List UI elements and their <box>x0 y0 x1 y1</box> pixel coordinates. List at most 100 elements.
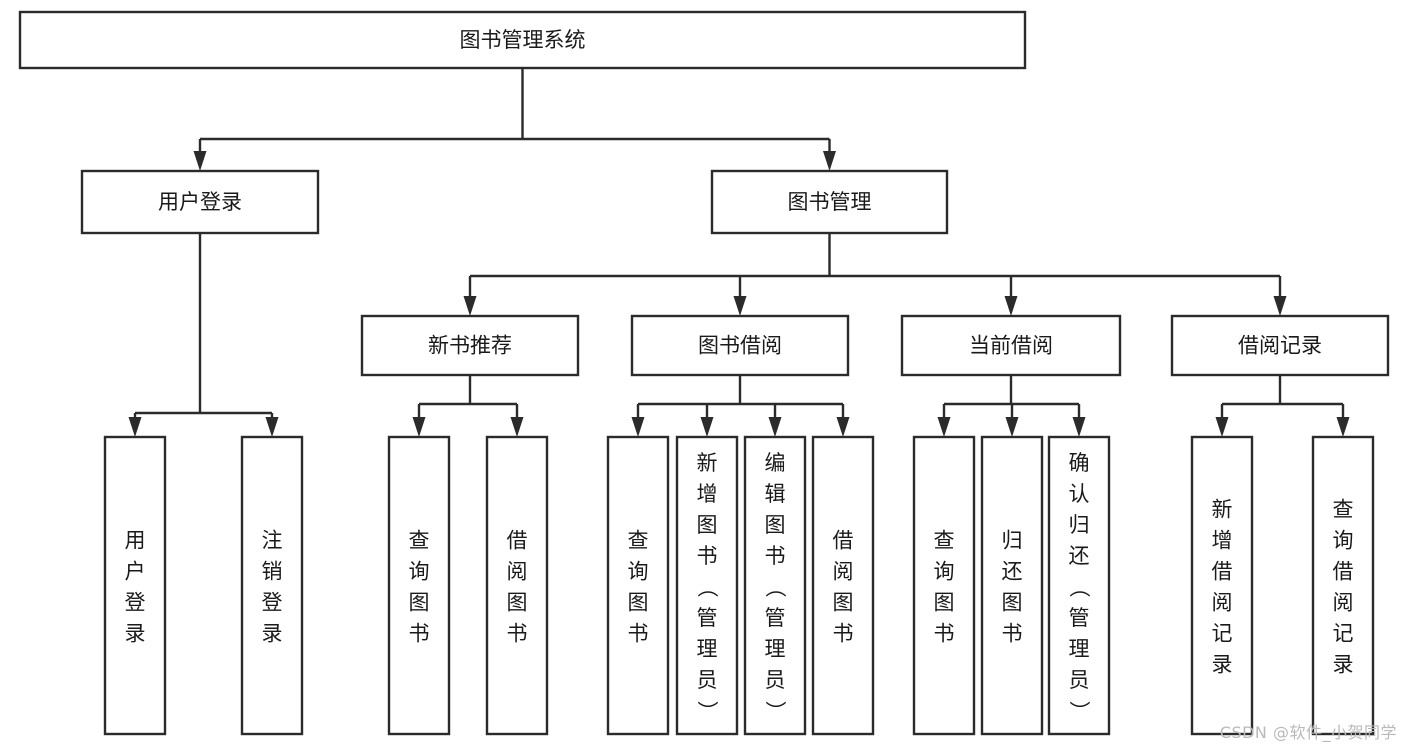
node-label-char: 认 <box>1069 482 1090 506</box>
node-label-char: 录 <box>1212 653 1233 677</box>
node-label-char: ） <box>1067 701 1091 722</box>
node-label: 新书推荐 <box>428 334 512 358</box>
node-label-char: 注 <box>262 529 283 553</box>
node-label-char: 借 <box>833 529 854 553</box>
node-label-char: （ <box>1067 577 1091 598</box>
node-box <box>18 10 1027 70</box>
arrow-head-icon <box>265 417 279 437</box>
arrow-head-icon <box>1215 417 1229 437</box>
node-label-char: 销 <box>262 560 283 584</box>
node-box <box>1190 435 1254 736</box>
node-label-char: 询 <box>409 560 430 584</box>
node-label-char: 员 <box>1069 668 1090 692</box>
node-label: 图书管理系统 <box>460 28 586 52</box>
arrow-head-icon <box>823 151 836 171</box>
node-leaf-user-login[interactable]: 用户登录 <box>103 435 167 736</box>
node-box <box>485 435 549 736</box>
node-book-borrow[interactable]: 图书借阅 <box>630 314 850 377</box>
node-label-char: 查 <box>934 529 955 553</box>
arrow-head-icon <box>1336 417 1350 437</box>
node-label-char: 管 <box>697 606 718 630</box>
node-label-char: 书 <box>833 622 854 646</box>
node-label-char: 图 <box>507 591 528 615</box>
watermark-label: CSDN @软件_小贺同学 <box>1219 723 1397 742</box>
node-label-char: 阅 <box>507 560 528 584</box>
node-label: 图书借阅 <box>698 334 782 358</box>
edge-layer <box>128 68 1350 437</box>
node-label-char: 新 <box>697 451 718 475</box>
node-label-char: 查 <box>628 529 649 553</box>
node-label-char: 书 <box>628 622 649 646</box>
arrow-head-icon <box>510 417 524 437</box>
arrow-head-icon <box>937 417 951 437</box>
node-label-char: 还 <box>1002 560 1023 584</box>
node-label-char: 新 <box>1212 498 1233 522</box>
node-label-char: 图 <box>765 513 786 537</box>
arrow-head-icon <box>1005 417 1019 437</box>
arrow-head-icon <box>128 417 142 437</box>
arrow-head-icon <box>193 151 207 171</box>
node-borrow-record[interactable]: 借阅记录 <box>1170 314 1390 377</box>
arrow-head-icon <box>631 417 645 437</box>
node-label-char: 查 <box>1333 498 1354 522</box>
node-label-char: 增 <box>1212 529 1233 553</box>
node-box <box>980 435 1044 736</box>
node-label-char: 阅 <box>833 560 854 584</box>
node-label-char: 员 <box>697 668 718 692</box>
node-label-char: 查 <box>409 529 430 553</box>
node-box <box>387 435 451 736</box>
node-label-char: 归 <box>1069 513 1090 537</box>
node-new-book-rec[interactable]: 新书推荐 <box>360 314 580 377</box>
node-label-char: 户 <box>125 560 146 584</box>
node-label-char: 登 <box>262 591 283 615</box>
node-label-char: 阅 <box>1333 591 1354 615</box>
arrow-head-icon <box>1072 417 1086 437</box>
node-box <box>1047 435 1111 736</box>
node-label-char: 还 <box>1069 544 1090 568</box>
node-label-char: 录 <box>262 622 283 646</box>
node-box <box>240 435 304 736</box>
node-label-char: （ <box>695 577 719 598</box>
node-label-char: 询 <box>1333 529 1354 553</box>
node-book-manage[interactable]: 图书管理 <box>710 169 949 235</box>
node-box <box>675 435 739 736</box>
node-box <box>811 435 875 736</box>
node-label-char: 书 <box>507 622 528 646</box>
node-label-char: 归 <box>1002 529 1023 553</box>
node-label-char: 增 <box>697 482 718 506</box>
node-box <box>103 435 167 736</box>
node-root[interactable]: 图书管理系统 <box>18 10 1027 70</box>
node-box <box>630 314 850 377</box>
node-layer: 图书管理系统用户登录图书管理新书推荐图书借阅当前借阅借阅记录用户登录注销登录查询… <box>18 10 1390 736</box>
node-box <box>606 435 670 736</box>
node-label-char: 管 <box>1069 606 1090 630</box>
node-user-login[interactable]: 用户登录 <box>80 169 320 235</box>
node-label-char: 询 <box>628 560 649 584</box>
node-label-char: 书 <box>1002 622 1023 646</box>
node-label-char: 辑 <box>765 482 786 506</box>
arrow-head-icon <box>1004 296 1018 316</box>
node-label: 借阅记录 <box>1238 334 1322 358</box>
node-label-char: 图 <box>628 591 649 615</box>
node-label-char: （ <box>763 577 787 598</box>
node-label-char: 图 <box>934 591 955 615</box>
node-label-char: 理 <box>1069 637 1090 661</box>
arrow-head-icon <box>463 296 477 316</box>
node-current-borrow[interactable]: 当前借阅 <box>900 314 1122 377</box>
node-label-char: 借 <box>1212 560 1233 584</box>
node-label-char: 录 <box>1333 653 1354 677</box>
node-label-char: 图 <box>833 591 854 615</box>
